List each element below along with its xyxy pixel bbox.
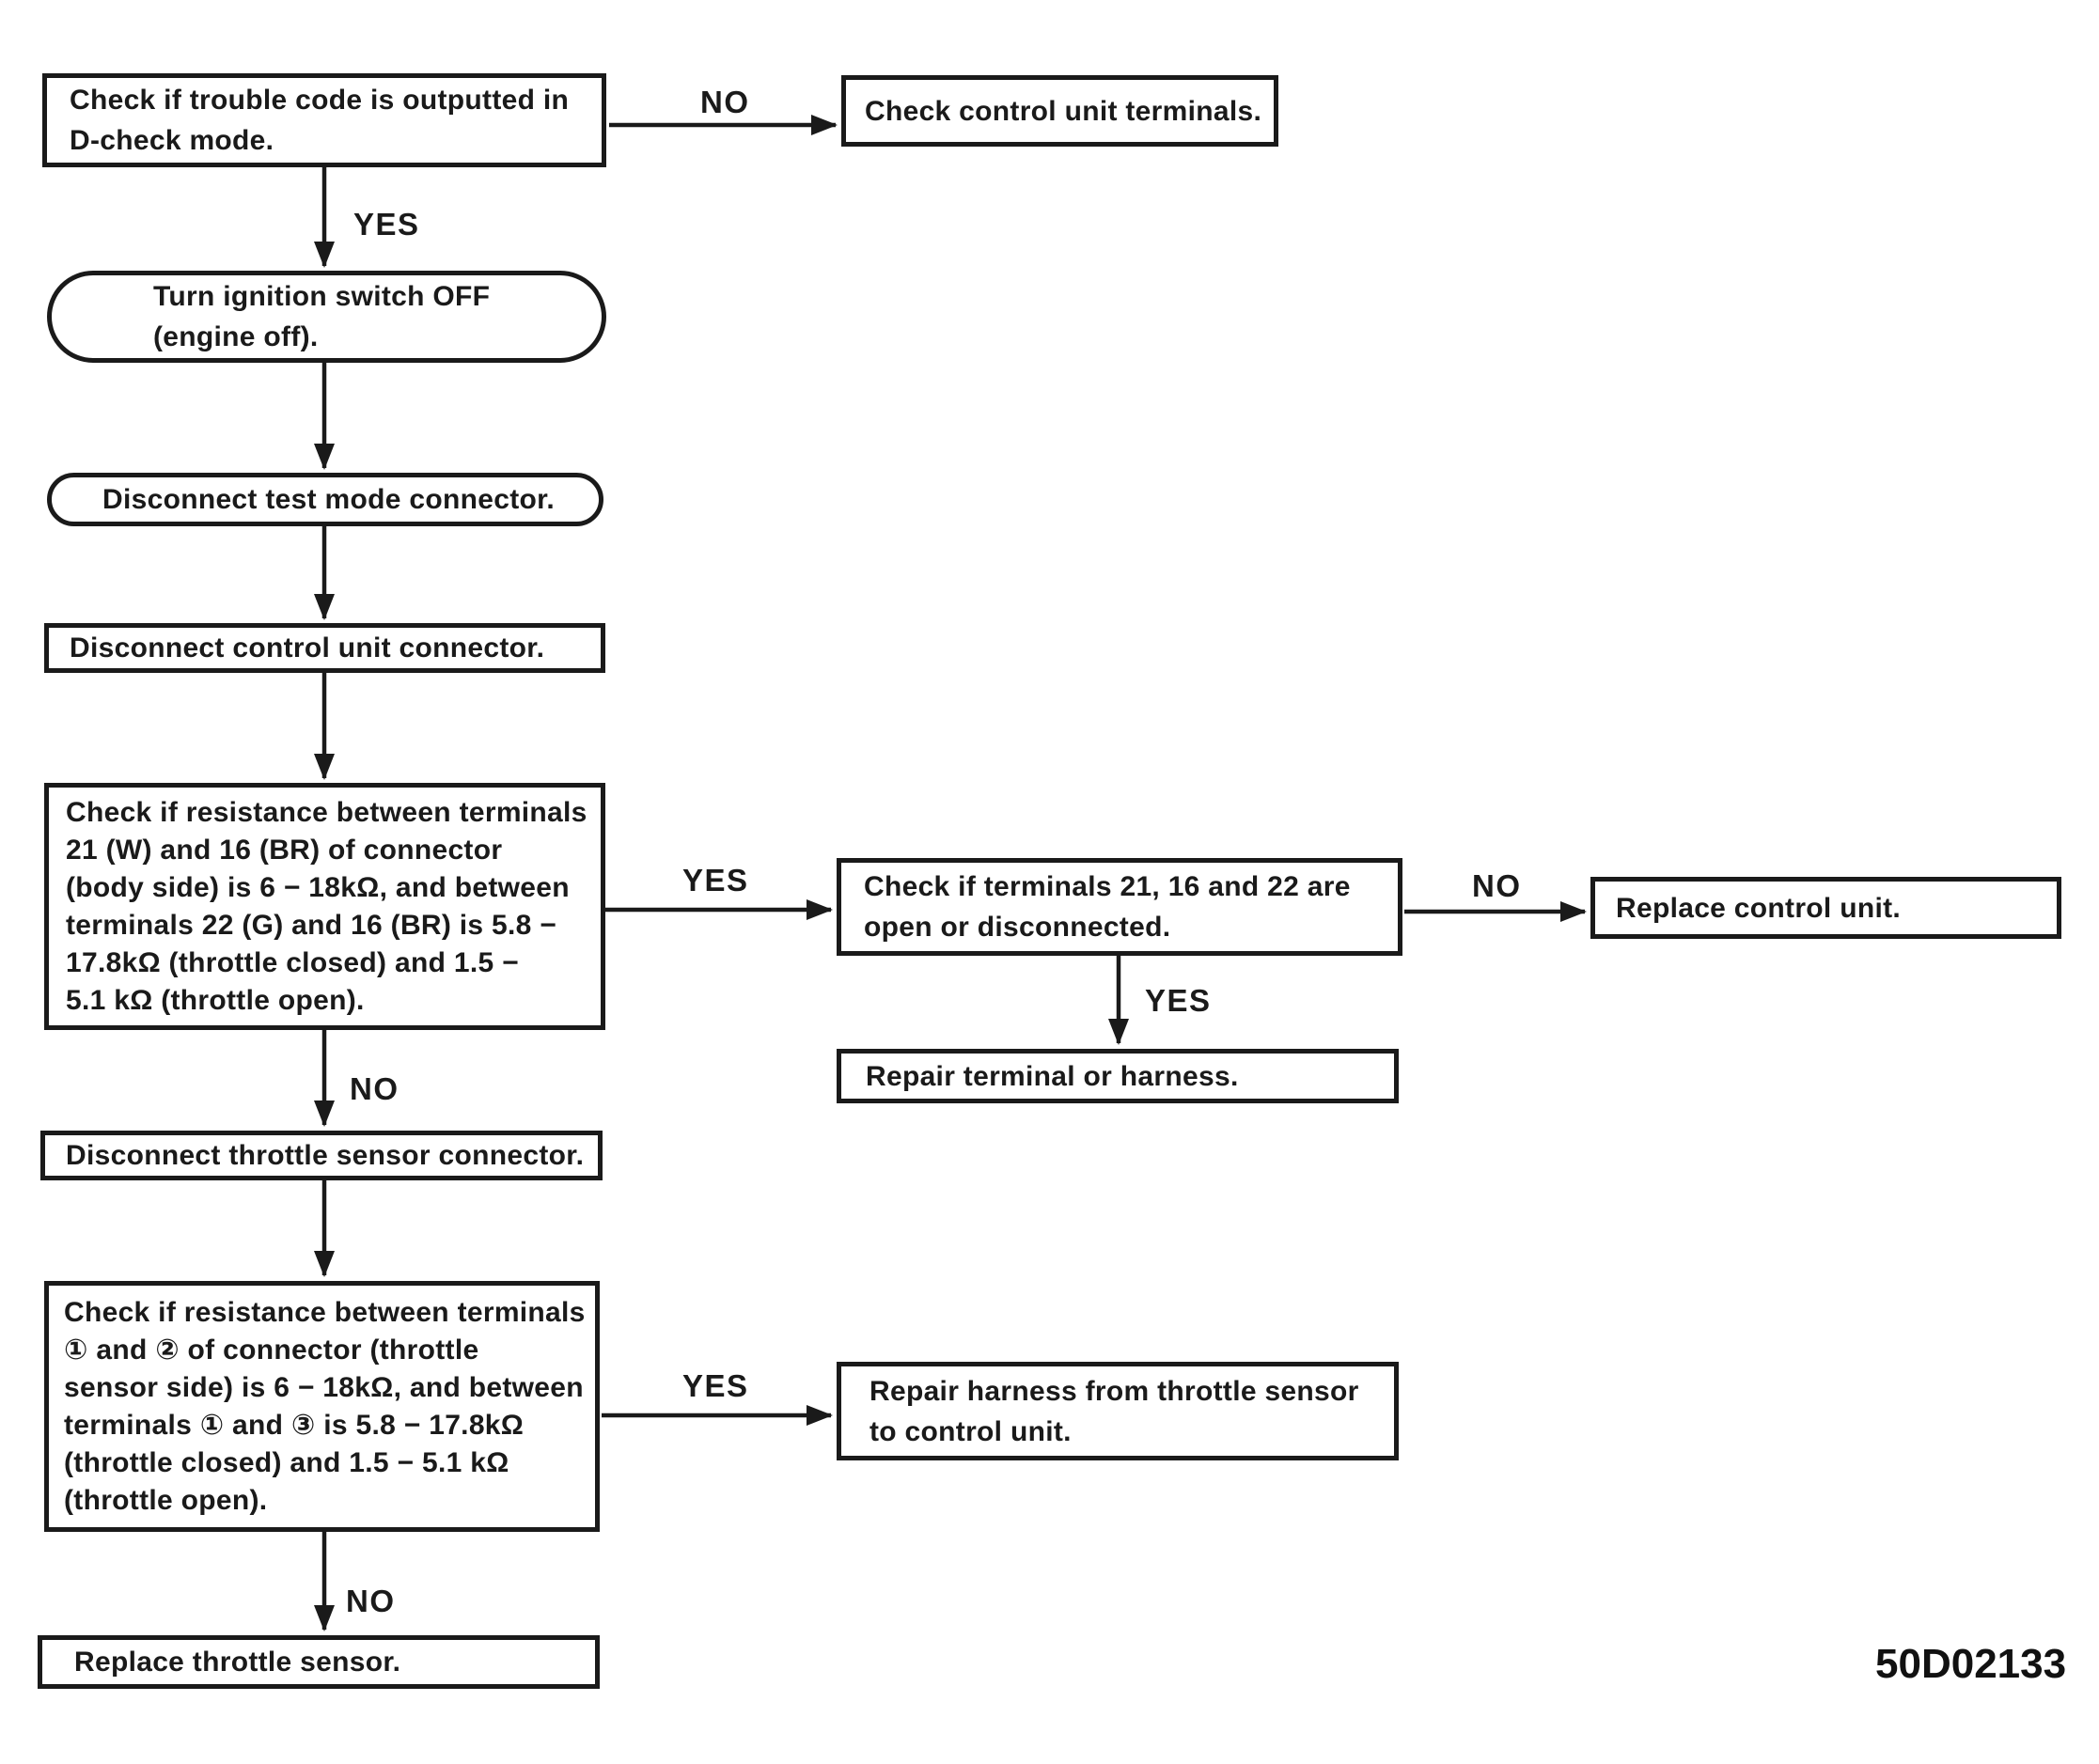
edge-label-no-2: NO bbox=[1472, 868, 1522, 903]
node-replace-control-unit: Replace control unit. bbox=[1590, 877, 2061, 939]
node-repair-harness-throttle-to-control: Repair harness from throttle sensor to c… bbox=[837, 1362, 1399, 1460]
node-check-resistance-sensor-side: Check if resistance between terminals ① … bbox=[44, 1281, 600, 1532]
node-check-resistance-body-side: Check if resistance between terminals 21… bbox=[44, 783, 605, 1030]
node-turn-ignition-switch-off: Turn ignition switch OFF (engine off). bbox=[47, 271, 606, 363]
node-check-trouble-code: Check if trouble code is outputted in D-… bbox=[42, 73, 606, 167]
node-disconnect-test-mode-connector: Disconnect test mode connector. bbox=[47, 473, 603, 526]
edge-label-yes-3: YES bbox=[1145, 983, 1212, 1018]
edge-label-no-3: NO bbox=[350, 1071, 399, 1106]
edge-label-no-4: NO bbox=[346, 1584, 396, 1618]
figure-code: 50D02133 bbox=[1875, 1641, 2067, 1687]
edge-label-yes-2: YES bbox=[682, 863, 749, 898]
node-disconnect-throttle-sensor-connector: Disconnect throttle sensor connector. bbox=[40, 1131, 603, 1180]
node-check-terminals-open-disconnected: Check if terminals 21, 16 and 22 are ope… bbox=[837, 858, 1402, 956]
edge-label-yes-4: YES bbox=[682, 1368, 749, 1403]
node-disconnect-control-unit-connector: Disconnect control unit connector. bbox=[44, 623, 605, 673]
node-check-control-unit-terminals: Check control unit terminals. bbox=[841, 75, 1278, 147]
edge-label-yes-1: YES bbox=[353, 207, 420, 242]
node-replace-throttle-sensor: Replace throttle sensor. bbox=[38, 1635, 600, 1689]
node-repair-terminal-or-harness: Repair terminal or harness. bbox=[837, 1049, 1399, 1103]
edge-label-no-1: NO bbox=[700, 85, 750, 119]
